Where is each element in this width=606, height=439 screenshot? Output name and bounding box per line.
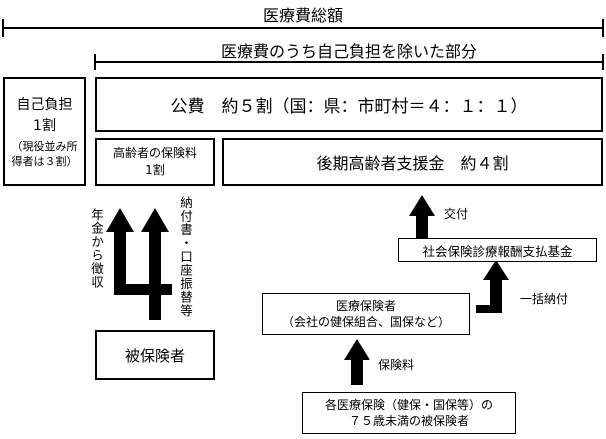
grant-delivery-label: 交付 <box>444 207 469 221</box>
lump-payment-label: 一括納付 <box>520 292 569 306</box>
self-pay-note-2: 得者は３割） <box>11 154 78 168</box>
under75-box: 各医療保険（健保・国保等）の ７５歳未満の被保険者 <box>302 392 516 434</box>
self-pay-ratio: 1割 <box>33 117 56 134</box>
premium-label: 保険料 <box>378 358 415 372</box>
elderly-premium-box: 高齢者の保険料 1割 <box>95 138 215 186</box>
insured-fork-arrow <box>106 208 172 320</box>
self-pay-title: 自己負担 <box>16 96 73 113</box>
under75-line1: 各医療保険（健保・国保等）の <box>324 398 493 412</box>
elderly-premium-title: 高齢者の保険料 <box>112 146 197 160</box>
grant-arrow <box>409 195 435 238</box>
pension-deduction-label: 年金から徴収 <box>89 208 104 289</box>
total-bracket <box>2 19 604 37</box>
public-funds-label: 公費 約５割（国：県：市町村＝４：１：１） <box>170 97 528 117</box>
payment-slip-label: 納付書・口座振替等 <box>178 196 193 318</box>
under75-line2: ７５歳未満の被保険者 <box>348 414 469 428</box>
support-grant-box: 後期高齢者支援金 約４割 <box>222 138 603 186</box>
excluding-label: 医療費のうち自己負担を除いた部分 <box>220 42 477 61</box>
support-grant-label: 後期高齢者支援金 約４割 <box>316 154 509 173</box>
lump-payment-arrow <box>476 260 509 313</box>
self-pay-note-1: （現役並み所 <box>11 139 78 153</box>
insurer-note: （会社の健保組合、国保など） <box>281 315 450 329</box>
insurer-box: 医療保険者 （会社の健保組合、国保など） <box>262 293 470 335</box>
insurer-title: 医療保険者 <box>335 299 396 313</box>
self-pay-box: 自己負担 1割 （現役並み所 得者は３割） <box>3 77 86 186</box>
total-label: 医療費総額 <box>262 6 343 25</box>
insured-box: 被保険者 <box>95 330 215 380</box>
fund-label: 社会保険診療報酬支払基金 <box>422 243 573 259</box>
public-funds-box: 公費 約５割（国：県：市町村＝４：１：１） <box>95 77 603 132</box>
elderly-premium-ratio: 1割 <box>145 163 165 177</box>
insured-label: 被保険者 <box>124 346 185 365</box>
excluding-bracket <box>94 54 604 70</box>
premium-arrow <box>344 339 370 385</box>
fund-box: 社会保険診療報酬支払基金 <box>398 238 597 262</box>
